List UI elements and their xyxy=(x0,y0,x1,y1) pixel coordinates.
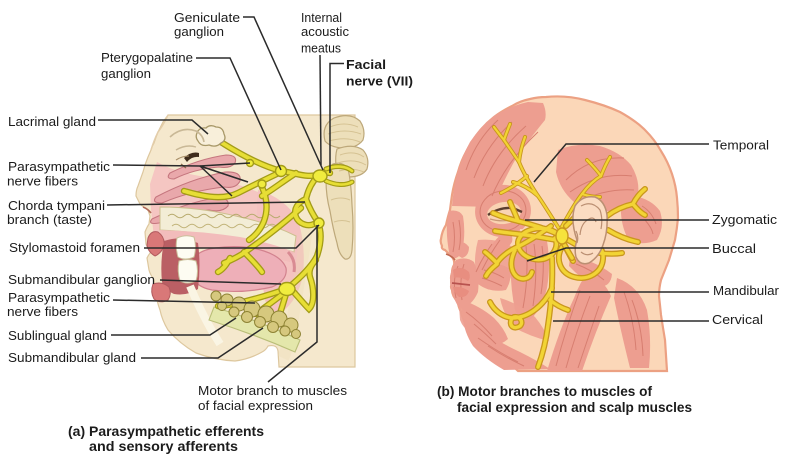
svg-text:of facial expression: of facial expression xyxy=(198,398,313,413)
svg-text:Submandibular gland: Submandibular gland xyxy=(8,350,136,365)
svg-text:Parasympathetic: Parasympathetic xyxy=(8,290,110,305)
svg-text:Stylomastoid foramen: Stylomastoid foramen xyxy=(9,240,140,255)
svg-text:nerve (VII): nerve (VII) xyxy=(346,74,413,89)
svg-text:meatus: meatus xyxy=(301,41,341,56)
svg-text:acoustic: acoustic xyxy=(301,24,349,39)
svg-text:Lacrimal gland: Lacrimal gland xyxy=(8,114,96,129)
svg-text:and sensory afferents: and sensory afferents xyxy=(89,439,238,454)
svg-text:(b) Motor branches to muscles: (b) Motor branches to muscles of xyxy=(437,384,652,399)
svg-text:Submandibular ganglion: Submandibular ganglion xyxy=(8,272,155,287)
svg-text:nerve fibers: nerve fibers xyxy=(7,174,78,189)
svg-text:Cervical: Cervical xyxy=(712,312,763,327)
svg-text:Zygomatic: Zygomatic xyxy=(712,212,777,227)
svg-text:Parasympathetic: Parasympathetic xyxy=(8,159,110,174)
svg-text:Buccal: Buccal xyxy=(712,241,756,256)
svg-text:branch (taste): branch (taste) xyxy=(7,212,92,227)
svg-text:Motor branch to muscles: Motor branch to muscles xyxy=(198,383,347,398)
svg-text:Mandibular: Mandibular xyxy=(713,283,780,298)
svg-text:nerve fibers: nerve fibers xyxy=(7,304,78,319)
svg-text:Facial: Facial xyxy=(346,57,386,72)
svg-text:Chorda tympani: Chorda tympani xyxy=(8,198,105,213)
svg-text:ganglion: ganglion xyxy=(101,66,151,81)
svg-text:Sublingual gland: Sublingual gland xyxy=(8,328,107,343)
svg-text:Temporal: Temporal xyxy=(713,138,769,153)
svg-text:Internal: Internal xyxy=(301,10,342,25)
svg-text:ganglion: ganglion xyxy=(174,24,224,39)
svg-text:facial expression and scalp mu: facial expression and scalp muscles xyxy=(457,400,692,415)
svg-text:Geniculate: Geniculate xyxy=(174,10,240,25)
svg-text:(a) Parasympathetic efferents: (a) Parasympathetic efferents xyxy=(68,424,264,439)
svg-text:Pterygopalatine: Pterygopalatine xyxy=(101,50,193,65)
